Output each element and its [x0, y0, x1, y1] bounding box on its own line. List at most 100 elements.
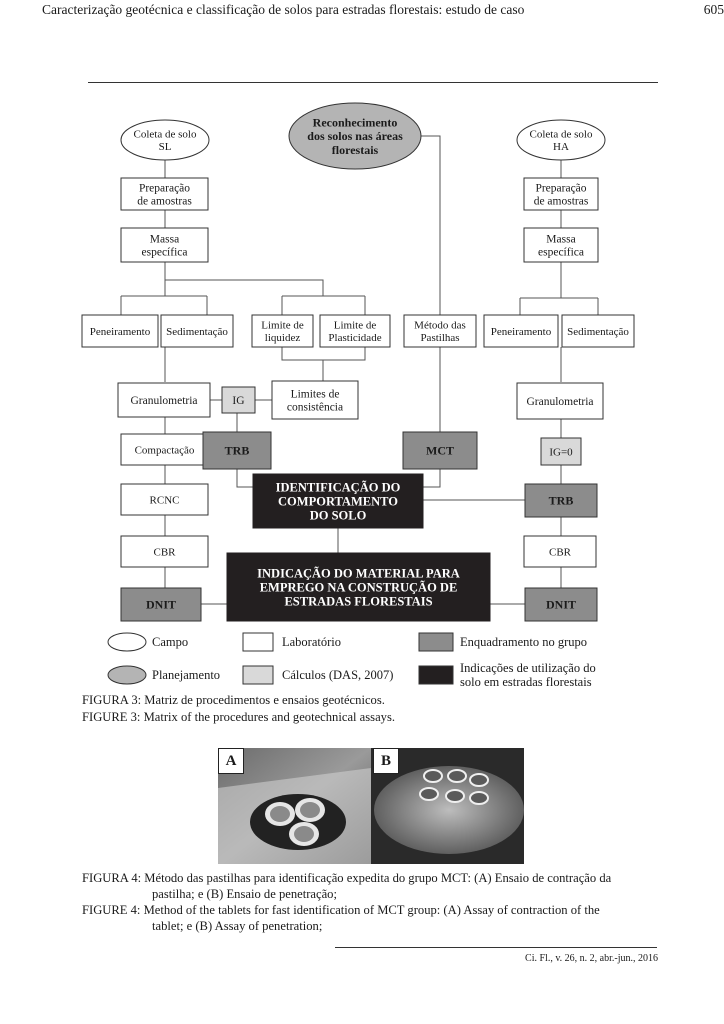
node-metodo-pastilhas-text: Método das	[414, 320, 466, 332]
node-trb-ha: TRB	[524, 483, 598, 518]
node-massa-sl-text: específica	[142, 247, 188, 259]
figure-4-caption-en-line2: tablet; e (B) Assay of penetration;	[152, 919, 323, 933]
node-indicacao-text: INDICAÇÃO DO MATERIAL PARA	[257, 566, 460, 580]
node-ig: IG	[221, 386, 256, 414]
node-massa-sl: Massa específica	[120, 227, 209, 263]
node-massa-ha-text: Massa	[546, 233, 575, 245]
node-limites-consistencia-text: consistência	[287, 402, 343, 414]
connector	[281, 347, 366, 361]
node-peneiramento-ha: Peneiramento	[483, 314, 559, 348]
node-limite-liquidez-text: liquidez	[265, 332, 301, 344]
node-granulometria-ha-text: Granulometria	[526, 396, 593, 408]
node-ig0: IG=0	[540, 437, 582, 466]
legend-planejamento-label: Planejamento	[152, 668, 220, 682]
node-reconhecimento-text: dos solos nas áreas	[307, 129, 403, 143]
legend-enquadramento-label: Enquadramento no grupo	[460, 635, 587, 649]
node-limite-plasticidade-text: Plasticidade	[328, 332, 381, 344]
node-trb-sl: TRB	[202, 431, 272, 470]
legend-laboratorio-label: Laboratório	[282, 635, 341, 649]
node-prep-ha: Preparação de amostras	[523, 177, 599, 211]
node-dnit-sl: DNIT	[120, 587, 202, 622]
figure-4-caption-pt-line2: pastilha; e (B) Ensaio de penetração;	[152, 887, 337, 901]
connector	[165, 279, 324, 296]
footer-rule	[335, 947, 657, 948]
node-indicacao-text: EMPREGO NA CONSTRUÇÃO DE	[260, 580, 458, 594]
header-rule	[88, 82, 658, 83]
connector	[411, 135, 441, 315]
connector	[236, 469, 255, 488]
legend: Campo Laboratório Enquadramento no grupoPl…	[107, 632, 596, 689]
node-ig-text: IG	[232, 395, 244, 407]
node-trb-ha-text: TRB	[549, 494, 574, 508]
node-granulometria-sl: Granulometria	[117, 382, 211, 418]
node-dnit-ha: DNIT	[524, 587, 598, 622]
node-mct-text: MCT	[426, 444, 454, 458]
legend-campo: Campo	[107, 632, 188, 652]
node-sedimentacao-ha-text: Sedimentação	[567, 326, 629, 338]
node-mct: MCT	[402, 431, 478, 470]
node-granulometria-sl-text: Granulometria	[130, 395, 197, 407]
node-peneiramento-ha-text: Peneiramento	[491, 326, 552, 338]
node-identificacao-text: IDENTIFICAÇÃO DO	[276, 480, 401, 494]
node-rcnc: RCNC	[120, 483, 209, 516]
node-peneiramento-sl: Peneiramento	[81, 314, 159, 348]
node-indicacao-text: ESTRADAS FLORESTAIS	[284, 594, 432, 608]
connector	[423, 469, 441, 488]
node-massa-ha-text: específica	[538, 247, 584, 259]
node-reconhecimento-text: Reconhecimento	[313, 115, 398, 129]
node-reconhecimento-text: florestais	[332, 143, 379, 157]
node-coleta-ha-text: Coleta de solo	[530, 129, 593, 141]
node-dnit-ha-text: DNIT	[546, 598, 576, 612]
photo-contraction-assay: A	[218, 748, 371, 864]
node-cbr-sl: CBR	[120, 535, 209, 568]
node-coleta-sl-text: SL	[159, 141, 172, 153]
node-metodo-pastilhas-text: Pastilhas	[420, 332, 459, 344]
node-sedimentacao-sl: Sedimentação	[160, 314, 234, 348]
legend-calculos: Cálculos (DAS, 2007)	[242, 665, 393, 685]
node-trb-sl-text: TRB	[225, 444, 250, 458]
node-massa-ha: Massa específica	[523, 227, 599, 263]
node-prep-sl-text: de amostras	[137, 196, 192, 208]
legend-indicacoes-label: Indicações de utilização do	[460, 661, 596, 675]
legend-laboratorio: Laboratório	[242, 632, 341, 652]
node-dnit-sl-text: DNIT	[146, 598, 176, 612]
node-sedimentacao-ha: Sedimentação	[561, 314, 635, 348]
panel-label-a: A	[218, 748, 244, 774]
node-limite-liquidez-text: Limite de	[261, 320, 304, 332]
node-limites-consistencia-text: Limites de	[291, 388, 340, 400]
figure-3-caption-pt: FIGURA 3: Matriz de procedimentos e ensa…	[82, 693, 385, 707]
journal-footer: Ci. Fl., v. 26, n. 2, abr.-jun., 2016	[525, 953, 658, 964]
legend-campo-label: Campo	[152, 635, 188, 649]
node-compactacao: Compactação	[120, 433, 209, 466]
node-limite-plasticidade-text: Limite de	[334, 320, 377, 332]
node-cbr-sl-text: CBR	[153, 546, 176, 558]
photo-penetration-assay: B	[371, 748, 524, 864]
node-cbr-ha-text: CBR	[549, 546, 572, 558]
figure-3-caption-en: FIGURE 3: Matrix of the procedures and g…	[82, 710, 396, 724]
node-granulometria-ha: Granulometria	[516, 382, 604, 420]
legend-enquadramento: Enquadramento no grupo	[418, 632, 587, 652]
running-header: Caracterização geotécnica e classificaçã…	[0, 0, 724, 18]
running-title: Caracterização geotécnica e classificaçã…	[42, 2, 525, 17]
node-prep-ha-text: de amostras	[534, 196, 589, 208]
node-compactacao-text: Compactação	[135, 444, 195, 456]
node-prep-ha-text: Preparação	[535, 182, 586, 194]
node-limites-consistencia: Limites de consistência	[271, 380, 359, 420]
panel-label-b: B	[373, 748, 399, 774]
legend-planejamento: Planejamento	[107, 665, 220, 685]
node-rcnc-text: RCNC	[150, 494, 180, 506]
node-identificacao-text: DO SOLO	[310, 508, 367, 522]
node-massa-sl-text: Massa	[150, 233, 179, 245]
figure-4-caption-en-line1: FIGURE 4: Method of the tablets for fast…	[82, 903, 600, 917]
